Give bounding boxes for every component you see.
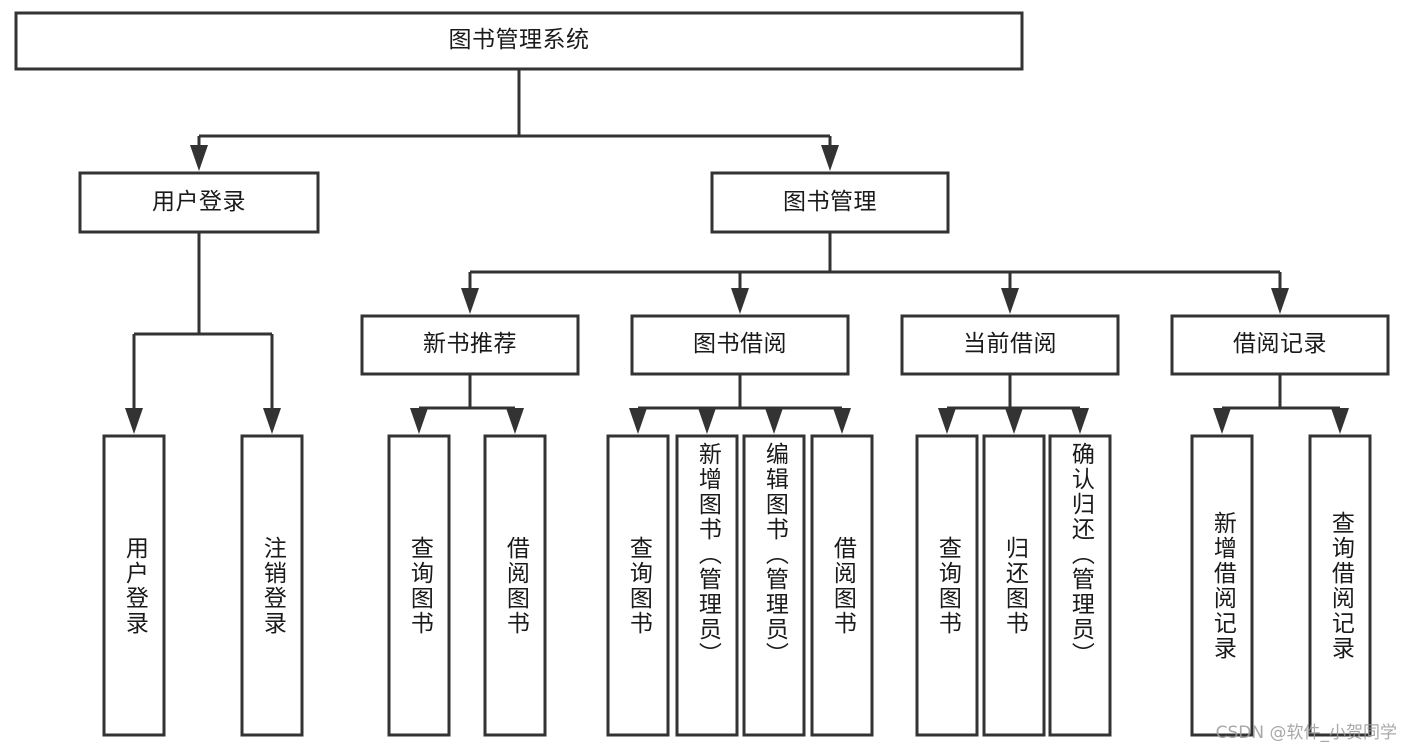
arrow-head-user-login-to-leaves-0 bbox=[125, 408, 143, 434]
node-box-leaf-return-book[interactable] bbox=[982, 434, 1046, 737]
node-box-leaf-query-book-1[interactable] bbox=[387, 434, 451, 737]
node-box-leaf-borrow-book-1[interactable] bbox=[483, 434, 547, 737]
node-box-root[interactable] bbox=[14, 11, 1024, 71]
node-box-new-book-recommend[interactable] bbox=[360, 314, 580, 376]
node-box-current-borrow[interactable] bbox=[900, 314, 1120, 376]
arrow-head-current-borrow-to-leaves-2 bbox=[1071, 408, 1089, 434]
node-box-book-manage[interactable] bbox=[710, 171, 950, 234]
arrow-head-book-borrow-to-leaves-0 bbox=[629, 408, 647, 434]
connector-layer bbox=[125, 69, 1349, 434]
node-box-leaf-add-book[interactable] bbox=[675, 434, 739, 737]
node-box-leaf-confirm-return[interactable] bbox=[1048, 434, 1112, 737]
arrow-head-book-manage-to-level3-1 bbox=[731, 288, 749, 314]
node-box-book-borrow[interactable] bbox=[630, 314, 850, 376]
csdn-watermark: CSDN @软件_小贺同学 bbox=[1215, 723, 1397, 743]
node-box-leaf-query-book-3[interactable] bbox=[915, 434, 979, 737]
arrow-head-book-manage-to-level3-0 bbox=[461, 288, 479, 314]
node-box-leaf-edit-book[interactable] bbox=[742, 434, 806, 737]
node-box-leaf-user-logout[interactable] bbox=[240, 434, 304, 737]
node-box-borrow-record[interactable] bbox=[1170, 314, 1390, 376]
node-box-layer bbox=[14, 11, 1390, 737]
arrow-head-user-login-to-leaves-1 bbox=[263, 408, 281, 434]
node-box-leaf-query-book-2[interactable] bbox=[606, 434, 670, 737]
arrow-head-root-to-level2-0 bbox=[190, 145, 208, 171]
arrow-head-book-borrow-to-leaves-3 bbox=[833, 408, 851, 434]
arrow-head-new-book-to-leaves-1 bbox=[506, 408, 524, 434]
node-box-user-login[interactable] bbox=[78, 171, 320, 234]
arrow-head-current-borrow-to-leaves-1 bbox=[1005, 408, 1023, 434]
arrow-head-borrow-record-to-leaves-1 bbox=[1331, 408, 1349, 434]
arrow-head-book-manage-to-level3-3 bbox=[1271, 288, 1289, 314]
arrow-head-book-borrow-to-leaves-1 bbox=[698, 408, 716, 434]
arrow-head-borrow-record-to-leaves-0 bbox=[1213, 408, 1231, 434]
node-box-leaf-user-login[interactable] bbox=[102, 434, 166, 737]
arrow-head-book-manage-to-level3-2 bbox=[1001, 288, 1019, 314]
arrow-head-book-borrow-to-leaves-2 bbox=[765, 408, 783, 434]
arrow-head-root-to-level2-1 bbox=[821, 145, 839, 171]
node-box-leaf-borrow-book-2[interactable] bbox=[810, 434, 874, 737]
arrow-head-new-book-to-leaves-0 bbox=[410, 408, 428, 434]
arrow-head-current-borrow-to-leaves-0 bbox=[938, 408, 956, 434]
node-box-leaf-add-record[interactable] bbox=[1190, 434, 1254, 737]
node-box-leaf-query-record[interactable] bbox=[1308, 434, 1372, 737]
